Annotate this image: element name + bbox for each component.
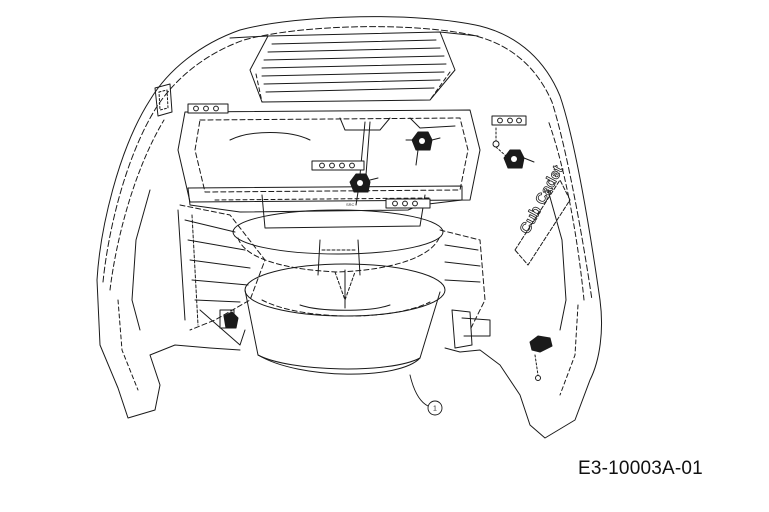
air-duct-cylinder	[232, 209, 446, 375]
latch-knob-center	[349, 173, 379, 206]
latch-knob-top	[405, 131, 441, 166]
bracket-marking: SRC	[346, 202, 355, 207]
latch-knob-lower-right	[529, 335, 553, 381]
right-side-panel	[439, 229, 491, 349]
latch-knob-right	[492, 127, 535, 169]
left-emblem	[154, 83, 173, 117]
logo-plate	[514, 179, 571, 266]
fastener-strip-upper-left	[187, 103, 229, 114]
hood-shell	[96, 16, 602, 439]
left-side-panel	[177, 204, 266, 346]
brand-logo: Cub Cadet	[516, 162, 567, 237]
callout-1: 1	[409, 374, 443, 416]
callout-1-label: 1	[433, 406, 437, 413]
fastener-strip-center	[311, 160, 365, 171]
drawing-reference-code: E3-10003A-01	[578, 458, 703, 479]
fastener-strip-upper-right	[491, 115, 527, 126]
top-grille	[229, 31, 479, 103]
fastener-strip-lower	[385, 198, 431, 209]
latch-knob-lower-left	[223, 311, 239, 329]
brand-logo-text: Cub Cadet	[517, 163, 567, 237]
inner-cavity	[177, 109, 481, 203]
